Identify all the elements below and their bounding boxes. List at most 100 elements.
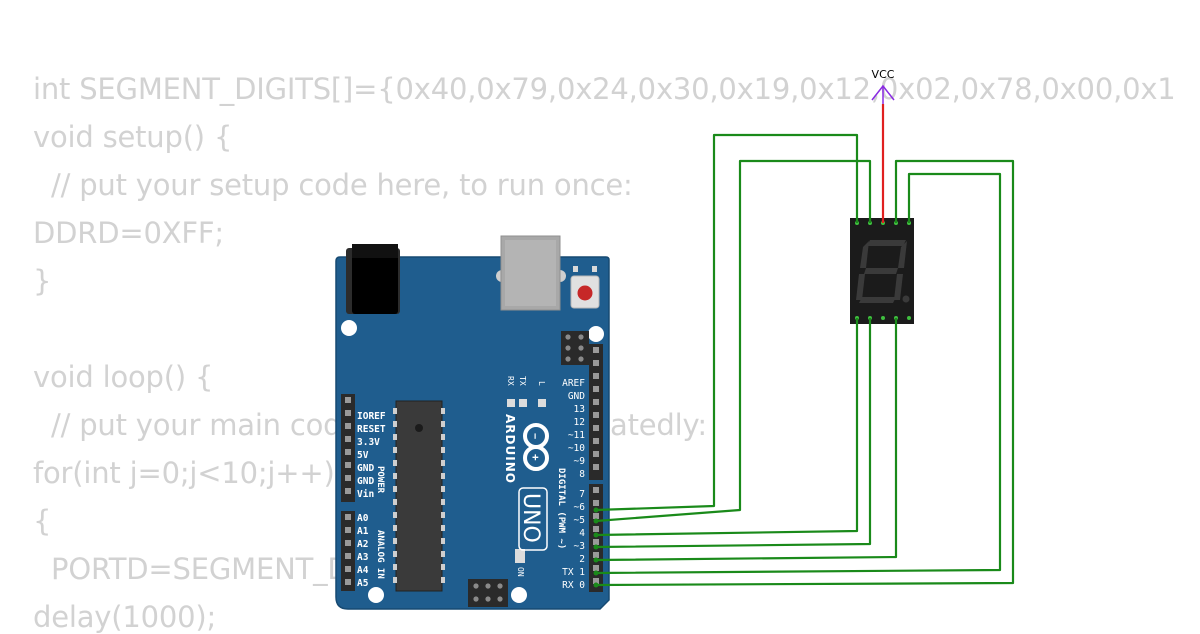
wire-pin2 — [595, 318, 898, 562]
pin-label-8: 8 — [579, 469, 585, 480]
digital-header-bottom — [589, 484, 603, 592]
chip-pin — [393, 551, 397, 557]
header-pin-hole — [345, 579, 351, 585]
header-pin-hole — [593, 487, 599, 493]
pin-label-reset: RESET — [357, 424, 386, 435]
header-pin-hole — [593, 347, 599, 353]
header-pin-hole — [345, 462, 351, 468]
header-pin-hole — [593, 373, 599, 379]
wire-pin1 — [595, 172, 1002, 575]
segment-g — [864, 268, 898, 274]
pin-label-a2: A2 — [357, 539, 368, 550]
pin-label-7: 7 — [579, 489, 585, 500]
header-pin-hole — [593, 386, 599, 392]
chip-pin — [393, 499, 397, 505]
pin-label-a0: A0 — [357, 513, 369, 524]
code-line-2: void setup() { — [33, 120, 233, 154]
pin-label-10: ~10 — [568, 443, 585, 454]
chip-pin — [441, 499, 445, 505]
analog-header — [341, 511, 355, 591]
status-leds: RX TX L ON — [506, 376, 546, 577]
reset-button[interactable] — [570, 266, 600, 309]
chip-pin — [441, 564, 445, 570]
pin-label-3: ~3 — [574, 541, 585, 552]
pin-label-tx1: TX 1 — [562, 567, 585, 578]
pin-label-ioref: IOREF — [357, 411, 386, 422]
header-pin-hole — [593, 539, 599, 545]
segment-dp — [902, 295, 910, 303]
pin-label-5: ~5 — [574, 515, 585, 526]
header-pin-hole — [345, 514, 351, 520]
mounting-hole — [368, 587, 384, 603]
chip-pin — [441, 486, 445, 492]
code-line-1: int SEGMENT_DIGITS[]={0x40,0x79,0x24,0x3… — [33, 72, 1176, 106]
header-pin-hole — [593, 565, 599, 571]
chip-pin — [393, 473, 397, 479]
header-pin-hole — [345, 475, 351, 481]
brand-label: ARDUINO — [503, 414, 517, 484]
chip-pin — [393, 421, 397, 427]
header-pin-hole — [593, 552, 599, 558]
power-header — [341, 394, 355, 502]
header-pin-hole — [345, 488, 351, 494]
header-pin-hole — [593, 578, 599, 584]
chip-pin — [441, 512, 445, 518]
chip-pin — [441, 434, 445, 440]
mounting-hole — [511, 587, 527, 603]
mounting-hole — [341, 320, 357, 336]
chip-pin — [441, 538, 445, 544]
segment-b — [898, 241, 907, 268]
pin-label-aref: AREF — [562, 378, 585, 389]
header-pin-hole — [345, 566, 351, 572]
chip-pin — [441, 447, 445, 453]
pin-label-6: ~6 — [574, 502, 586, 513]
pin-label-a4: A4 — [357, 565, 369, 576]
wire-endpoints — [593, 507, 599, 588]
pin-label-a1: A1 — [357, 526, 369, 537]
mounting-hole — [588, 326, 604, 342]
segment-f — [860, 241, 869, 268]
header-pin-hole — [593, 451, 599, 457]
dc-power-jack — [346, 244, 400, 314]
chip-pin — [393, 460, 397, 466]
header-pin-hole — [345, 397, 351, 403]
digital-section-label: DIGITAL (PWM ~) — [556, 468, 566, 549]
vcc-label: VCC — [872, 68, 895, 81]
header-pin-hole — [345, 410, 351, 416]
pin-label-13: 13 — [574, 404, 585, 415]
chip-pin — [441, 551, 445, 557]
model-label: UNO — [518, 493, 543, 543]
digital-header-top — [589, 344, 603, 480]
pin-label-12: 12 — [574, 417, 585, 428]
header-pin-hole — [345, 553, 351, 559]
chip-pin — [393, 577, 397, 583]
logo-plus-sign: + — [529, 454, 542, 461]
arduino-logo: − + — [523, 423, 549, 471]
wire-pin5 — [595, 159, 872, 523]
wire-pin0 — [595, 159, 1015, 587]
chip-pin — [441, 460, 445, 466]
header-pin-hole — [593, 526, 599, 532]
header-pin-hole — [345, 527, 351, 533]
header-pin-hole — [593, 399, 599, 405]
arduino-uno-board[interactable]: IOREF RESET 3.3V 5V GND GND Vin A0 A1 A2… — [335, 235, 610, 610]
header-pin-hole — [593, 360, 599, 366]
pin-label-3v3: 3.3V — [357, 437, 380, 448]
code-line-4: DDRD=0XFF; — [33, 216, 224, 250]
code-line-7: void loop() { — [33, 360, 214, 394]
chip-pin — [393, 538, 397, 544]
icsp-header-top — [561, 331, 589, 365]
on-led-label: ON — [516, 567, 525, 577]
header-pin-hole — [593, 464, 599, 470]
header-pin-hole — [593, 425, 599, 431]
chip-pin — [393, 447, 397, 453]
chip-pin — [441, 421, 445, 427]
header-pin-hole — [345, 540, 351, 546]
usb-connector — [496, 235, 566, 311]
header-pin-hole — [593, 500, 599, 506]
segment-a — [867, 240, 906, 246]
analog-section-label: ANALOG IN — [375, 530, 385, 579]
seven-segment-display[interactable] — [850, 218, 914, 324]
pin-label-a5: A5 — [357, 578, 369, 589]
